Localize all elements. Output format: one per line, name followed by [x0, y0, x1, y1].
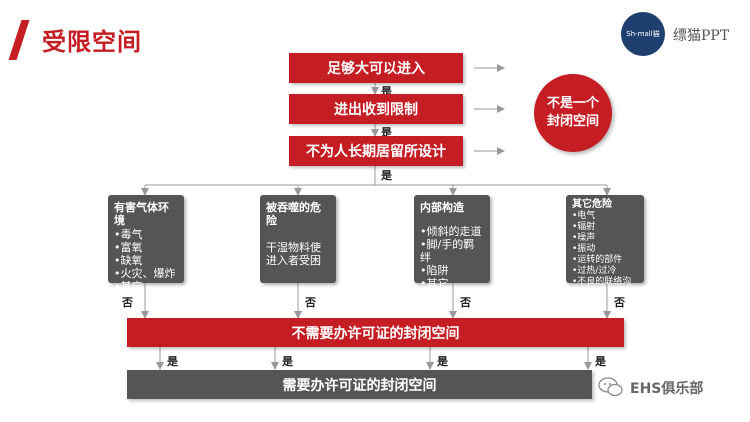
yes-label-3: 是 — [381, 169, 392, 182]
hazard-item: •脚/手的羁绊 — [420, 238, 475, 264]
hazard-card-other: 其它危险 •电气 •辐射 •噪声 •振动 •运转的部件 •过热/过冷 •不良的联… — [566, 195, 644, 298]
hazard-item: •陷阱 — [420, 264, 449, 277]
hazard-card-gas: 有害气体环境 •毒气 •富氧 •缺氧 •火灾、爆炸 •其它 — [108, 195, 184, 293]
permit-required-space-bar: 需要办许可证的封闭空间 — [127, 370, 592, 399]
hazard-item: •其它 — [420, 277, 449, 290]
yes-label-bottom-3: 是 — [437, 355, 448, 368]
hazard-card-title: 其它危险 — [572, 199, 612, 210]
not-confined-line-2: 封闭空间 — [546, 114, 599, 129]
yes-label-bottom-4: 是 — [595, 355, 606, 368]
yes-label-bottom-2: 是 — [282, 355, 293, 368]
yes-label-1: 是 — [381, 85, 392, 98]
hazard-item: •毒气 — [114, 228, 143, 241]
criterion-box-2: 进出收到限制 — [289, 94, 463, 124]
not-confined-space-circle: 不是一个 封闭空间 — [534, 74, 612, 152]
hazard-card-engulfment: 被吞噬的危险 干湿物料使 进入者受困 — [260, 195, 336, 283]
no-label-1: 否 — [122, 296, 133, 309]
hazard-item: 进入者受困 — [266, 254, 321, 267]
hazard-item: 干湿物料使 — [266, 241, 321, 254]
wechat-icon — [598, 377, 623, 397]
hazard-item: •噪声 — [572, 233, 596, 243]
hazard-item: •不良的联络沟通 — [572, 277, 632, 298]
hazard-item: •火灾、爆炸 — [114, 267, 176, 280]
brand-logo-icon: Sh-mall猫 — [621, 12, 665, 56]
criterion-box-3: 不为人长期居留所设计 — [289, 136, 463, 166]
yes-label-2: 是 — [381, 126, 392, 139]
yes-label-bottom-1: 是 — [167, 355, 178, 368]
hazard-item: •缺氧 — [114, 254, 143, 267]
hazard-card-title: 被吞噬的危险 — [266, 201, 321, 227]
not-confined-line-1: 不是一个 — [546, 96, 599, 111]
hazard-item: •倾斜的走道 — [420, 225, 482, 238]
watermark-text: EHS俱乐部 — [630, 381, 704, 397]
hazard-card-structure: 内部构造 •倾斜的走道 •脚/手的羁绊 •陷阱 •其它 — [414, 195, 490, 290]
hazard-item: •其它 — [114, 280, 143, 293]
hazard-item: •振动 — [572, 244, 596, 254]
page-title: 受限空间 — [42, 28, 142, 56]
brand-logo-text: 缥猫PPT — [673, 28, 730, 44]
hazard-item: •电气 — [572, 211, 596, 221]
no-label-2: 否 — [305, 296, 316, 309]
hazard-item: •辐射 — [572, 222, 596, 232]
no-label-3: 否 — [460, 296, 471, 309]
hazard-card-title: 有害气体环境 — [114, 201, 169, 227]
no-label-4: 否 — [614, 296, 625, 309]
hazard-item: •富氧 — [114, 241, 143, 254]
no-permit-space-bar: 不需要办许可证的封闭空间 — [127, 318, 624, 347]
hazard-item: •过热/过冷 — [572, 266, 617, 276]
criterion-box-1: 足够大可以进入 — [289, 53, 463, 83]
hazard-card-title: 内部构造 — [420, 201, 464, 214]
hazard-item: •运转的部件 — [572, 255, 623, 265]
